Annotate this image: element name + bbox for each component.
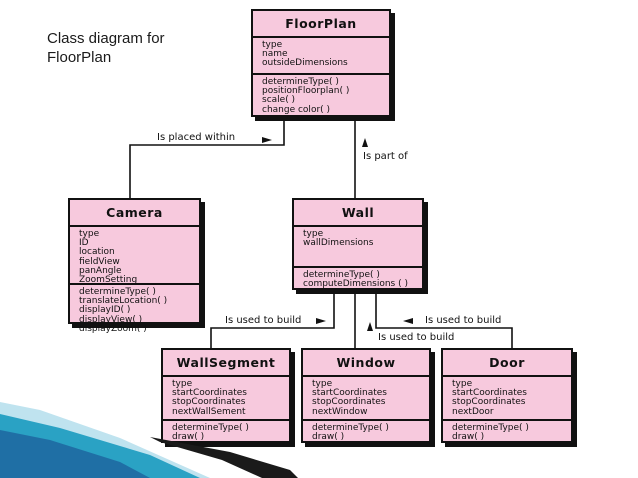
operation: scale( ) <box>262 95 296 106</box>
operation: determineType( ) <box>262 77 339 87</box>
class-wallsegment: WallSegment type startCoordinates stopCo… <box>161 348 291 443</box>
class-camera-operations: determineType( ) translateLocation( ) di… <box>70 283 199 336</box>
class-floorplan-attributes: type name outsideDimensions <box>253 38 389 73</box>
attribute: type <box>172 379 193 389</box>
operation: determineType( ) <box>172 423 249 433</box>
connector-door-wall <box>375 290 513 348</box>
attribute: startCoordinates <box>312 388 387 399</box>
swoosh-dark-stroke <box>150 437 298 478</box>
attribute: type <box>303 229 324 239</box>
attribute: nextWallSement <box>172 406 246 417</box>
class-camera: Camera type ID location fieldView panAng… <box>68 198 201 334</box>
operation: displayZoom( ) <box>79 323 147 334</box>
operation: determineType( ) <box>303 270 380 280</box>
arrow-placed-within <box>262 137 272 143</box>
operation: determineType( ) <box>79 287 156 297</box>
class-door: Door type startCoordinates stopCoordinat… <box>441 348 573 443</box>
attribute: type <box>452 379 473 389</box>
arrow-used-to-build-segment <box>316 318 326 324</box>
class-floorplan-operations: determineType( ) positionFloorplan( ) sc… <box>253 73 389 117</box>
class-door-attributes: type startCoordinates stopCoordinates ne… <box>443 377 571 419</box>
attribute: fieldView <box>79 256 120 267</box>
operation: positionFloorplan( ) <box>262 86 350 97</box>
attribute: ID <box>79 238 89 249</box>
class-camera-name: Camera <box>70 200 199 227</box>
class-door-operations: determineType( ) draw( ) <box>443 419 571 444</box>
arrow-used-to-build-window <box>367 322 373 331</box>
class-window-name: Window <box>303 350 429 377</box>
operation: draw( ) <box>172 432 205 443</box>
attribute: stopCoordinates <box>312 397 386 408</box>
operation: determineType( ) <box>452 423 529 433</box>
attribute: startCoordinates <box>452 388 527 399</box>
attribute: stopCoordinates <box>452 397 526 408</box>
connector-camera-floorplan <box>129 117 285 198</box>
attribute: stopCoordinates <box>172 397 246 408</box>
class-window-attributes: type startCoordinates stopCoordinates ne… <box>303 377 429 419</box>
class-wall: Wall type wallDimensions determineType( … <box>292 198 424 290</box>
attribute: startCoordinates <box>172 388 247 399</box>
operation: displayID( ) <box>79 305 131 316</box>
attribute: panAngle <box>79 265 122 276</box>
attribute: type <box>262 40 283 50</box>
class-camera-attributes: type ID location fieldView panAngle Zoom… <box>70 227 199 286</box>
operation: displayView( ) <box>79 314 143 325</box>
class-wall-operations: determineType( ) computeDimensions ( ) <box>294 266 422 291</box>
swoosh-blue-band <box>0 430 150 478</box>
label-used-to-build-door: Is used to build <box>425 315 502 326</box>
label-part-of: Is part of <box>363 151 408 162</box>
label-placed-within: Is placed within <box>157 132 236 143</box>
class-wall-attributes: type wallDimensions <box>294 227 422 266</box>
class-floorplan: FloorPlan type name outsideDimensions de… <box>251 9 391 117</box>
attribute: location <box>79 247 115 258</box>
operation: translateLocation( ) <box>79 296 168 307</box>
attribute: type <box>79 229 100 239</box>
class-wallsegment-name: WallSegment <box>163 350 289 377</box>
attribute: nextDoor <box>452 406 494 417</box>
operation: draw( ) <box>452 432 485 443</box>
label-used-to-build-segment: Is used to build <box>225 315 302 326</box>
attribute: name <box>262 49 288 60</box>
slide-title: Class diagram for FloorPlan <box>47 30 165 66</box>
class-window: Window type startCoordinates stopCoordin… <box>301 348 431 443</box>
class-window-operations: determineType( ) draw( ) <box>303 419 429 444</box>
arrow-used-to-build-door <box>403 318 413 324</box>
class-floorplan-name: FloorPlan <box>253 11 389 38</box>
class-wall-name: Wall <box>294 200 422 227</box>
operation: change color( ) <box>262 104 331 115</box>
operation: determineType( ) <box>312 423 389 433</box>
class-wallsegment-operations: determineType( ) draw( ) <box>163 419 289 444</box>
label-used-to-build-window: Is used to build <box>378 332 455 343</box>
operation: computeDimensions ( ) <box>303 279 408 290</box>
attribute: type <box>312 379 333 389</box>
attribute: nextWindow <box>312 406 368 417</box>
class-door-name: Door <box>443 350 571 377</box>
attribute: ZoomSetting <box>79 275 138 286</box>
attribute: outsideDimensions <box>262 58 348 69</box>
operation: draw( ) <box>312 432 345 443</box>
arrow-part-of <box>362 138 368 147</box>
class-wallsegment-attributes: type startCoordinates stopCoordinates ne… <box>163 377 289 419</box>
attribute: wallDimensions <box>303 238 374 249</box>
connector-wallsegment-wall <box>210 290 335 348</box>
